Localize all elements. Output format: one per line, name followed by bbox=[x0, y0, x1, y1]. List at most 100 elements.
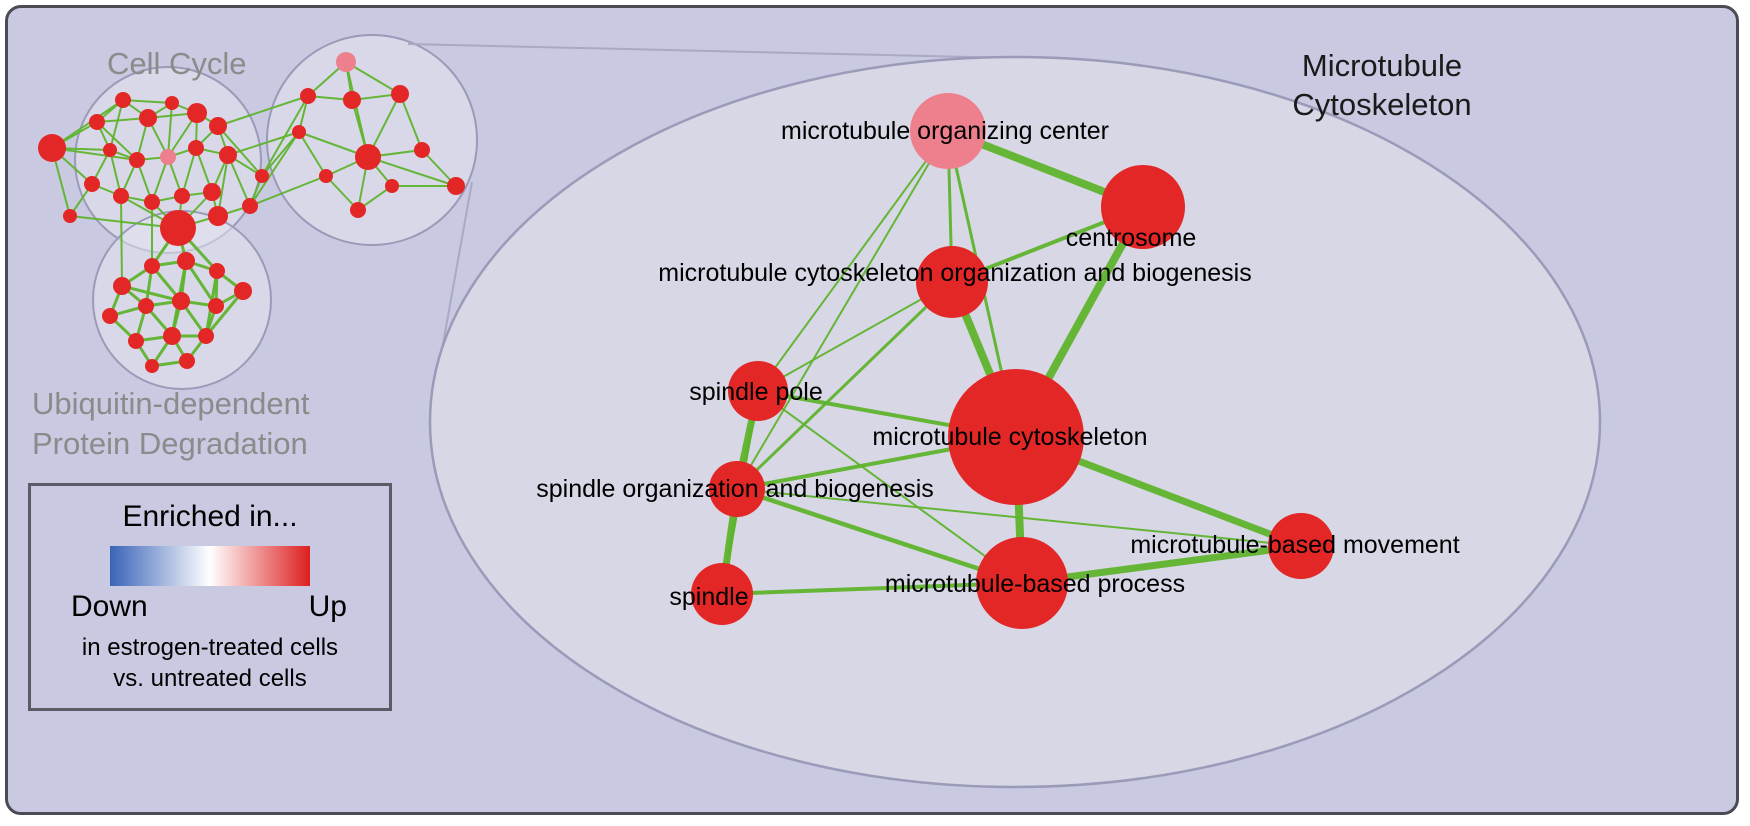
overview-edge bbox=[181, 147, 197, 197]
edge-moc-spindle_org bbox=[736, 130, 949, 490]
overview-node-m10 bbox=[319, 169, 333, 183]
overview-edge bbox=[204, 290, 245, 337]
overview-node-c12 bbox=[84, 176, 100, 192]
cluster-label-ubiquitin: Ubiquitin-dependent Protein Degradation bbox=[32, 384, 310, 464]
microtubule-label-line1: Microtubule bbox=[1301, 48, 1463, 83]
legend-box: Enriched in... Down Up in estrogen-treat… bbox=[28, 483, 392, 711]
overview-node-c7 bbox=[103, 143, 117, 157]
node-spindle_pole bbox=[728, 361, 788, 421]
node-label-moc: microtubule organizing center bbox=[781, 117, 1109, 145]
overview-edge bbox=[249, 175, 327, 207]
overview-edge bbox=[227, 131, 300, 156]
overview-node-u6 bbox=[138, 298, 154, 314]
overview-edge bbox=[217, 95, 309, 127]
overview-node-u8 bbox=[208, 298, 224, 314]
overview-node-c11 bbox=[219, 146, 237, 164]
overview-edge bbox=[122, 99, 173, 104]
overview-edge bbox=[227, 154, 251, 207]
node-label-spindle: spindle bbox=[669, 583, 748, 611]
edge-moc-spindle_pole bbox=[757, 130, 949, 392]
overview-edge bbox=[69, 215, 179, 229]
legend-up-label: Up bbox=[308, 590, 347, 623]
node-label-mbm: microtubule-based movement bbox=[1130, 531, 1459, 559]
edge-spindle_org-mbp bbox=[734, 486, 1025, 586]
overview-edge bbox=[399, 93, 423, 151]
overview-node-c1 bbox=[89, 114, 105, 130]
overview-node-c19 bbox=[208, 206, 228, 226]
overview-node-m2 bbox=[343, 91, 361, 109]
overview-node-m1 bbox=[300, 88, 316, 104]
legend-title: Enriched in... bbox=[122, 500, 298, 533]
node-label-mbp: microtubule-based process bbox=[885, 570, 1185, 598]
overview-node-m0 bbox=[336, 52, 356, 72]
overview-edge bbox=[121, 284, 182, 303]
overview-node-u10 bbox=[163, 327, 181, 345]
node-label-spindle_org: spindle organization and biogenesis bbox=[536, 475, 934, 503]
cluster-circle-microtubule bbox=[266, 34, 478, 246]
overview-node-u3 bbox=[209, 263, 225, 279]
overview-node-c20 bbox=[242, 198, 258, 214]
overview-edge bbox=[51, 147, 138, 161]
overview-edge bbox=[261, 131, 300, 177]
overview-node-c14 bbox=[144, 194, 160, 210]
overview-node-u5 bbox=[102, 308, 118, 324]
node-mbp bbox=[976, 537, 1068, 629]
node-spindle bbox=[691, 563, 753, 625]
ubiquitin-label-line1: Ubiquitin-dependent bbox=[32, 386, 310, 421]
overview-edge bbox=[51, 99, 124, 149]
edge-spindle-mbp bbox=[720, 581, 1024, 596]
node-mbm bbox=[1268, 513, 1334, 579]
legend-down-label: Down bbox=[71, 590, 148, 623]
overview-node-c18 bbox=[160, 210, 196, 246]
overview-node-c6 bbox=[209, 117, 227, 135]
overview-node-m5 bbox=[355, 144, 381, 170]
overview-node-c9 bbox=[160, 149, 176, 165]
node-label-spindle_pole: spindle pole bbox=[689, 378, 822, 406]
overview-node-c15 bbox=[174, 188, 190, 204]
overview-edge bbox=[96, 121, 138, 161]
overview-edge bbox=[298, 131, 327, 177]
overview-node-c17 bbox=[63, 209, 77, 223]
ubiquitin-label-line2: Protein Degradation bbox=[32, 426, 308, 461]
magnifier-line bbox=[407, 43, 1013, 59]
microtubule-label-line2: Cytoskeleton bbox=[1292, 87, 1472, 122]
legend-caption-line1: in estrogen-treated cells bbox=[81, 634, 339, 661]
node-label-mco: microtubule cytoskeleton organization an… bbox=[658, 259, 1251, 287]
overview-node-c10 bbox=[188, 140, 204, 156]
edge-mco-spindle_pole bbox=[757, 281, 953, 392]
node-label-centrosome: centrosome bbox=[1066, 224, 1197, 252]
cluster-label-microtubule: Microtubule Cytoskeleton bbox=[1262, 46, 1502, 124]
node-label-mc: microtubule cytoskeleton bbox=[872, 423, 1147, 451]
cell-cycle-label-text: Cell Cycle bbox=[107, 46, 247, 81]
legend-caption-line2: vs. untreated cells bbox=[113, 665, 307, 692]
overview-node-m7 bbox=[447, 177, 465, 195]
overview-node-u13 bbox=[179, 353, 195, 369]
overview-node-u1 bbox=[144, 258, 160, 274]
node-moc bbox=[910, 93, 986, 169]
overview-node-c3 bbox=[139, 109, 157, 127]
legend-caption: in estrogen-treated cells vs. untreated … bbox=[31, 632, 389, 694]
legend-down-up-row: Down Up bbox=[31, 590, 389, 624]
overview-node-c4 bbox=[165, 96, 179, 110]
overview-node-m6 bbox=[414, 142, 430, 158]
overview-node-m9 bbox=[350, 202, 366, 218]
overview-edge bbox=[367, 156, 457, 187]
edge-spindle_pole-mbp bbox=[757, 390, 1023, 584]
overview-node-c0 bbox=[38, 134, 66, 162]
enrichment-gradient-bar bbox=[110, 546, 310, 586]
node-mco bbox=[916, 246, 988, 318]
magnifier-line bbox=[440, 181, 473, 356]
overview-edge bbox=[217, 154, 229, 217]
overview-node-c21 bbox=[255, 169, 269, 183]
edge-mco-spindle_org bbox=[735, 280, 954, 491]
overview-node-u12 bbox=[145, 359, 159, 373]
overview-node-u11 bbox=[198, 328, 214, 344]
overview-node-u0 bbox=[113, 277, 131, 295]
overview-node-c8 bbox=[129, 152, 145, 168]
overview-node-c13 bbox=[113, 188, 129, 204]
node-centrosome bbox=[1101, 165, 1185, 249]
overview-node-u4 bbox=[234, 282, 252, 300]
overview-node-m4 bbox=[292, 125, 306, 139]
